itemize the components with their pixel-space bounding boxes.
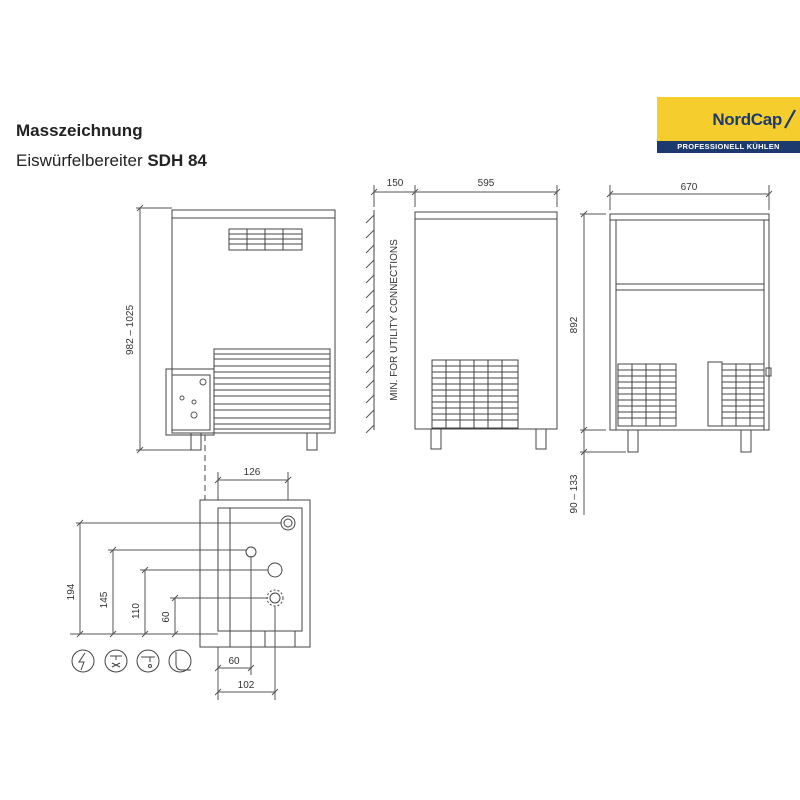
top-vent-grille [228, 228, 303, 251]
subtitle-prefix: Eiswürfelbereiter [16, 151, 148, 170]
power-icon [71, 649, 95, 673]
depth-label: 595 [478, 178, 495, 189]
detail-outer-box [199, 499, 311, 648]
bottom-60-label: 60 [228, 656, 240, 667]
logo-brand: NordCap [712, 110, 782, 129]
bottom-102-label: 102 [238, 680, 255, 691]
connection-detail: 126 194 145 110 60 60 102 [66, 435, 311, 700]
side-vent-grille [213, 348, 331, 430]
power-connector [280, 515, 296, 531]
front-body [414, 211, 558, 430]
front-vent-grille [431, 359, 519, 429]
rear-view: 670 892 90 – 133 [569, 182, 773, 515]
wall-clearance-note: MIN. FOR UTILITY CONNECTIONS [389, 239, 400, 401]
drain-outlet-icon [168, 649, 192, 673]
conn-60-label: 60 [161, 611, 172, 623]
logo-tagline: PROFESSIONELL KÜHLEN [657, 141, 800, 153]
body-height-label: 892 [569, 316, 580, 333]
logo-swoosh-icon [784, 109, 796, 129]
connection-box-side [165, 368, 215, 436]
side-leg-back [190, 432, 202, 451]
water-inlet-connector [245, 546, 257, 558]
logo-yellow-block: NordCap [657, 97, 800, 141]
drain-outlet-connector [269, 592, 281, 604]
height-range-label: 982 – 1025 [125, 305, 136, 355]
drain-icon [136, 649, 160, 673]
leg-range-label: 90 – 133 [569, 474, 580, 513]
water-inlet-icon [104, 649, 128, 673]
side-body [171, 209, 336, 434]
page-title: Masszeichnung [16, 121, 143, 140]
front-view: 150 595 [370, 178, 561, 450]
rear-right-grille [707, 361, 765, 427]
rear-body [609, 213, 770, 431]
conn-194-label: 194 [66, 583, 77, 600]
nordcap-logo: NordCap PROFESSIONELL KÜHLEN [657, 97, 800, 153]
rear-left-grille [617, 363, 677, 427]
wall-clearance-label: 150 [387, 178, 404, 189]
side-leg-front [306, 432, 318, 451]
drain-connector [267, 562, 283, 578]
page-subtitle: Eiswürfelbereiter SDH 84 [16, 151, 207, 171]
detail-width-label: 126 [244, 467, 261, 478]
width-label: 670 [681, 182, 698, 193]
side-view: 982 – 1025 [125, 204, 336, 454]
conn-110-label: 110 [131, 603, 142, 619]
model-name: SDH 84 [147, 151, 207, 170]
wall: MIN. FOR UTILITY CONNECTIONS [365, 210, 400, 434]
conn-145-label: 145 [99, 591, 110, 608]
